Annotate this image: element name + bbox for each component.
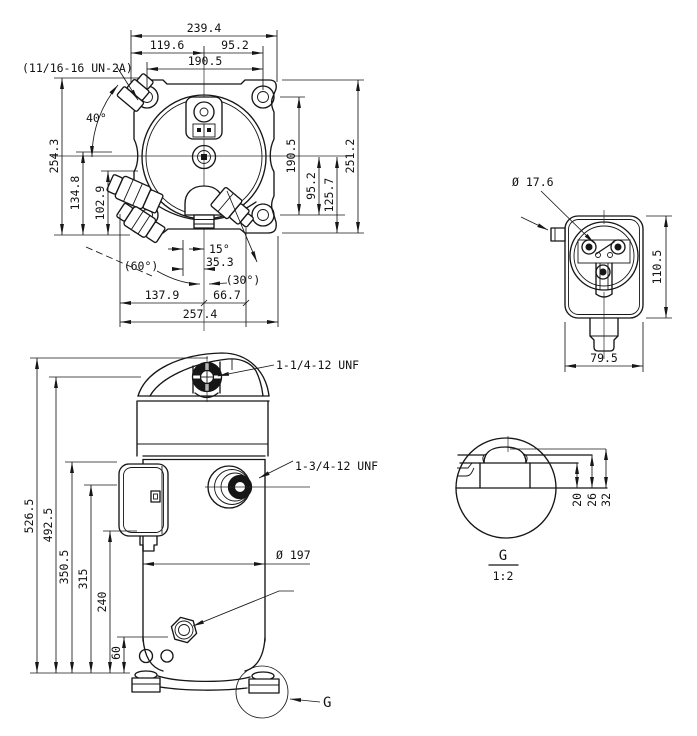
- dim-20: 20: [570, 493, 584, 507]
- terminal-ring-outer: [569, 221, 639, 291]
- bolt-hole-bottom-right: [251, 203, 275, 227]
- label-thread-note: (11/16-16 UN-2A): [22, 61, 133, 75]
- base-rail-bottom: [159, 686, 248, 691]
- dim-h-cap: 492.5: [41, 508, 55, 543]
- dim-h-box-bottom: 240: [95, 592, 109, 613]
- shell-hole-1: [138, 648, 154, 664]
- center-hub: [191, 144, 217, 170]
- terminal-box-front: [118, 463, 169, 552]
- detail-indicator-circle: [235, 665, 289, 719]
- terminal-box-view: Ø 17.6 110.5 79.5: [512, 175, 672, 372]
- center-fitting-stub: [193, 214, 215, 229]
- mounting-foot-right: [248, 671, 280, 694]
- dim-134-8: 134.8: [68, 176, 82, 211]
- dim-26: 26: [585, 493, 599, 507]
- dim-angle-40: 40°: [86, 111, 107, 125]
- angle-30-reference-line: [226, 190, 258, 263]
- label-discharge-thread: 1-1/4-12 UNF: [276, 358, 359, 372]
- dim-box-width: 79.5: [590, 351, 618, 365]
- mounting-foot-left: [131, 670, 161, 693]
- dim-125-7: 125.7: [322, 178, 336, 213]
- shell-hole-2: [160, 649, 174, 663]
- terminal-pin-frame: [577, 239, 631, 264]
- base-rail-top: [157, 675, 251, 683]
- top-view: 239.4 119.6 95.2 190.5 254.3 134.8 102.9…: [22, 21, 364, 331]
- dim-102-9: 102.9: [93, 186, 107, 221]
- angle-40-arc: [90, 84, 119, 158]
- dim-bolt-pitch-v: 190.5: [284, 139, 298, 174]
- dim-shell-dia: Ø 197: [276, 548, 311, 562]
- dim-35-3: 35.3: [206, 255, 234, 269]
- dome-cap-rib: [149, 358, 264, 397]
- angle-60-reference-line: [85, 246, 153, 277]
- label-angle-60: (60°): [124, 259, 159, 273]
- discharge-pocket-cup: [194, 392, 219, 399]
- terminal-ring-inner: [573, 225, 635, 287]
- terminal-cover-symbol: [185, 96, 223, 140]
- dim-66-7: 66.7: [213, 288, 241, 302]
- dim-137-9: 137.9: [145, 288, 180, 302]
- dome-cap-outline: [137, 352, 270, 397]
- dim-overall-height-left: 254.3: [47, 139, 61, 174]
- terminal-pins: [581, 239, 626, 280]
- discharge-pipe-stub: [210, 186, 254, 228]
- label-detail-ref: G: [323, 695, 331, 711]
- label-suction-thread: 1-3/4-12 UNF: [295, 459, 378, 473]
- service-fitting-stub: [116, 202, 166, 244]
- dim-overall-height-right: 251.2: [343, 139, 357, 174]
- detail-scale: 1:2: [493, 569, 514, 583]
- dim-257-4: 257.4: [183, 307, 218, 321]
- terminal-channel: [595, 262, 613, 298]
- dim-h-sight-glass: 60: [109, 646, 123, 660]
- suction-pipe-stub: [106, 174, 164, 214]
- dim-gland-dia: Ø 17.6: [512, 175, 554, 189]
- detail-title: G: [499, 548, 507, 564]
- dim-half-width-left: 119.6: [150, 38, 185, 52]
- oil-sight-glass: [170, 616, 198, 644]
- dim-32: 32: [599, 493, 613, 507]
- dim-h-overall: 526.5: [22, 499, 36, 534]
- dim-bolt-pitch-h: 190.5: [188, 54, 223, 68]
- front-view: 1-1/4-12 UNF 1-3/4-12 UNF Ø 197 526.5 49…: [22, 352, 378, 719]
- dim-overall-width: 239.4: [187, 21, 222, 35]
- label-angle-30: (30°): [226, 273, 261, 287]
- dim-95-2-v: 95.2: [304, 172, 318, 200]
- side-gland-fitting: [550, 227, 566, 242]
- detail-g-view: 20 26 32 G 1:2: [455, 436, 613, 583]
- dim-half-width-right: 95.2: [221, 38, 249, 52]
- dim-h-box-top: 350.5: [57, 550, 71, 585]
- dim-h-suction: 315: [76, 569, 90, 590]
- suction-fitting: [207, 465, 253, 509]
- dim-angle-15: 15°: [209, 242, 230, 256]
- dim-box-height: 110.5: [650, 250, 664, 285]
